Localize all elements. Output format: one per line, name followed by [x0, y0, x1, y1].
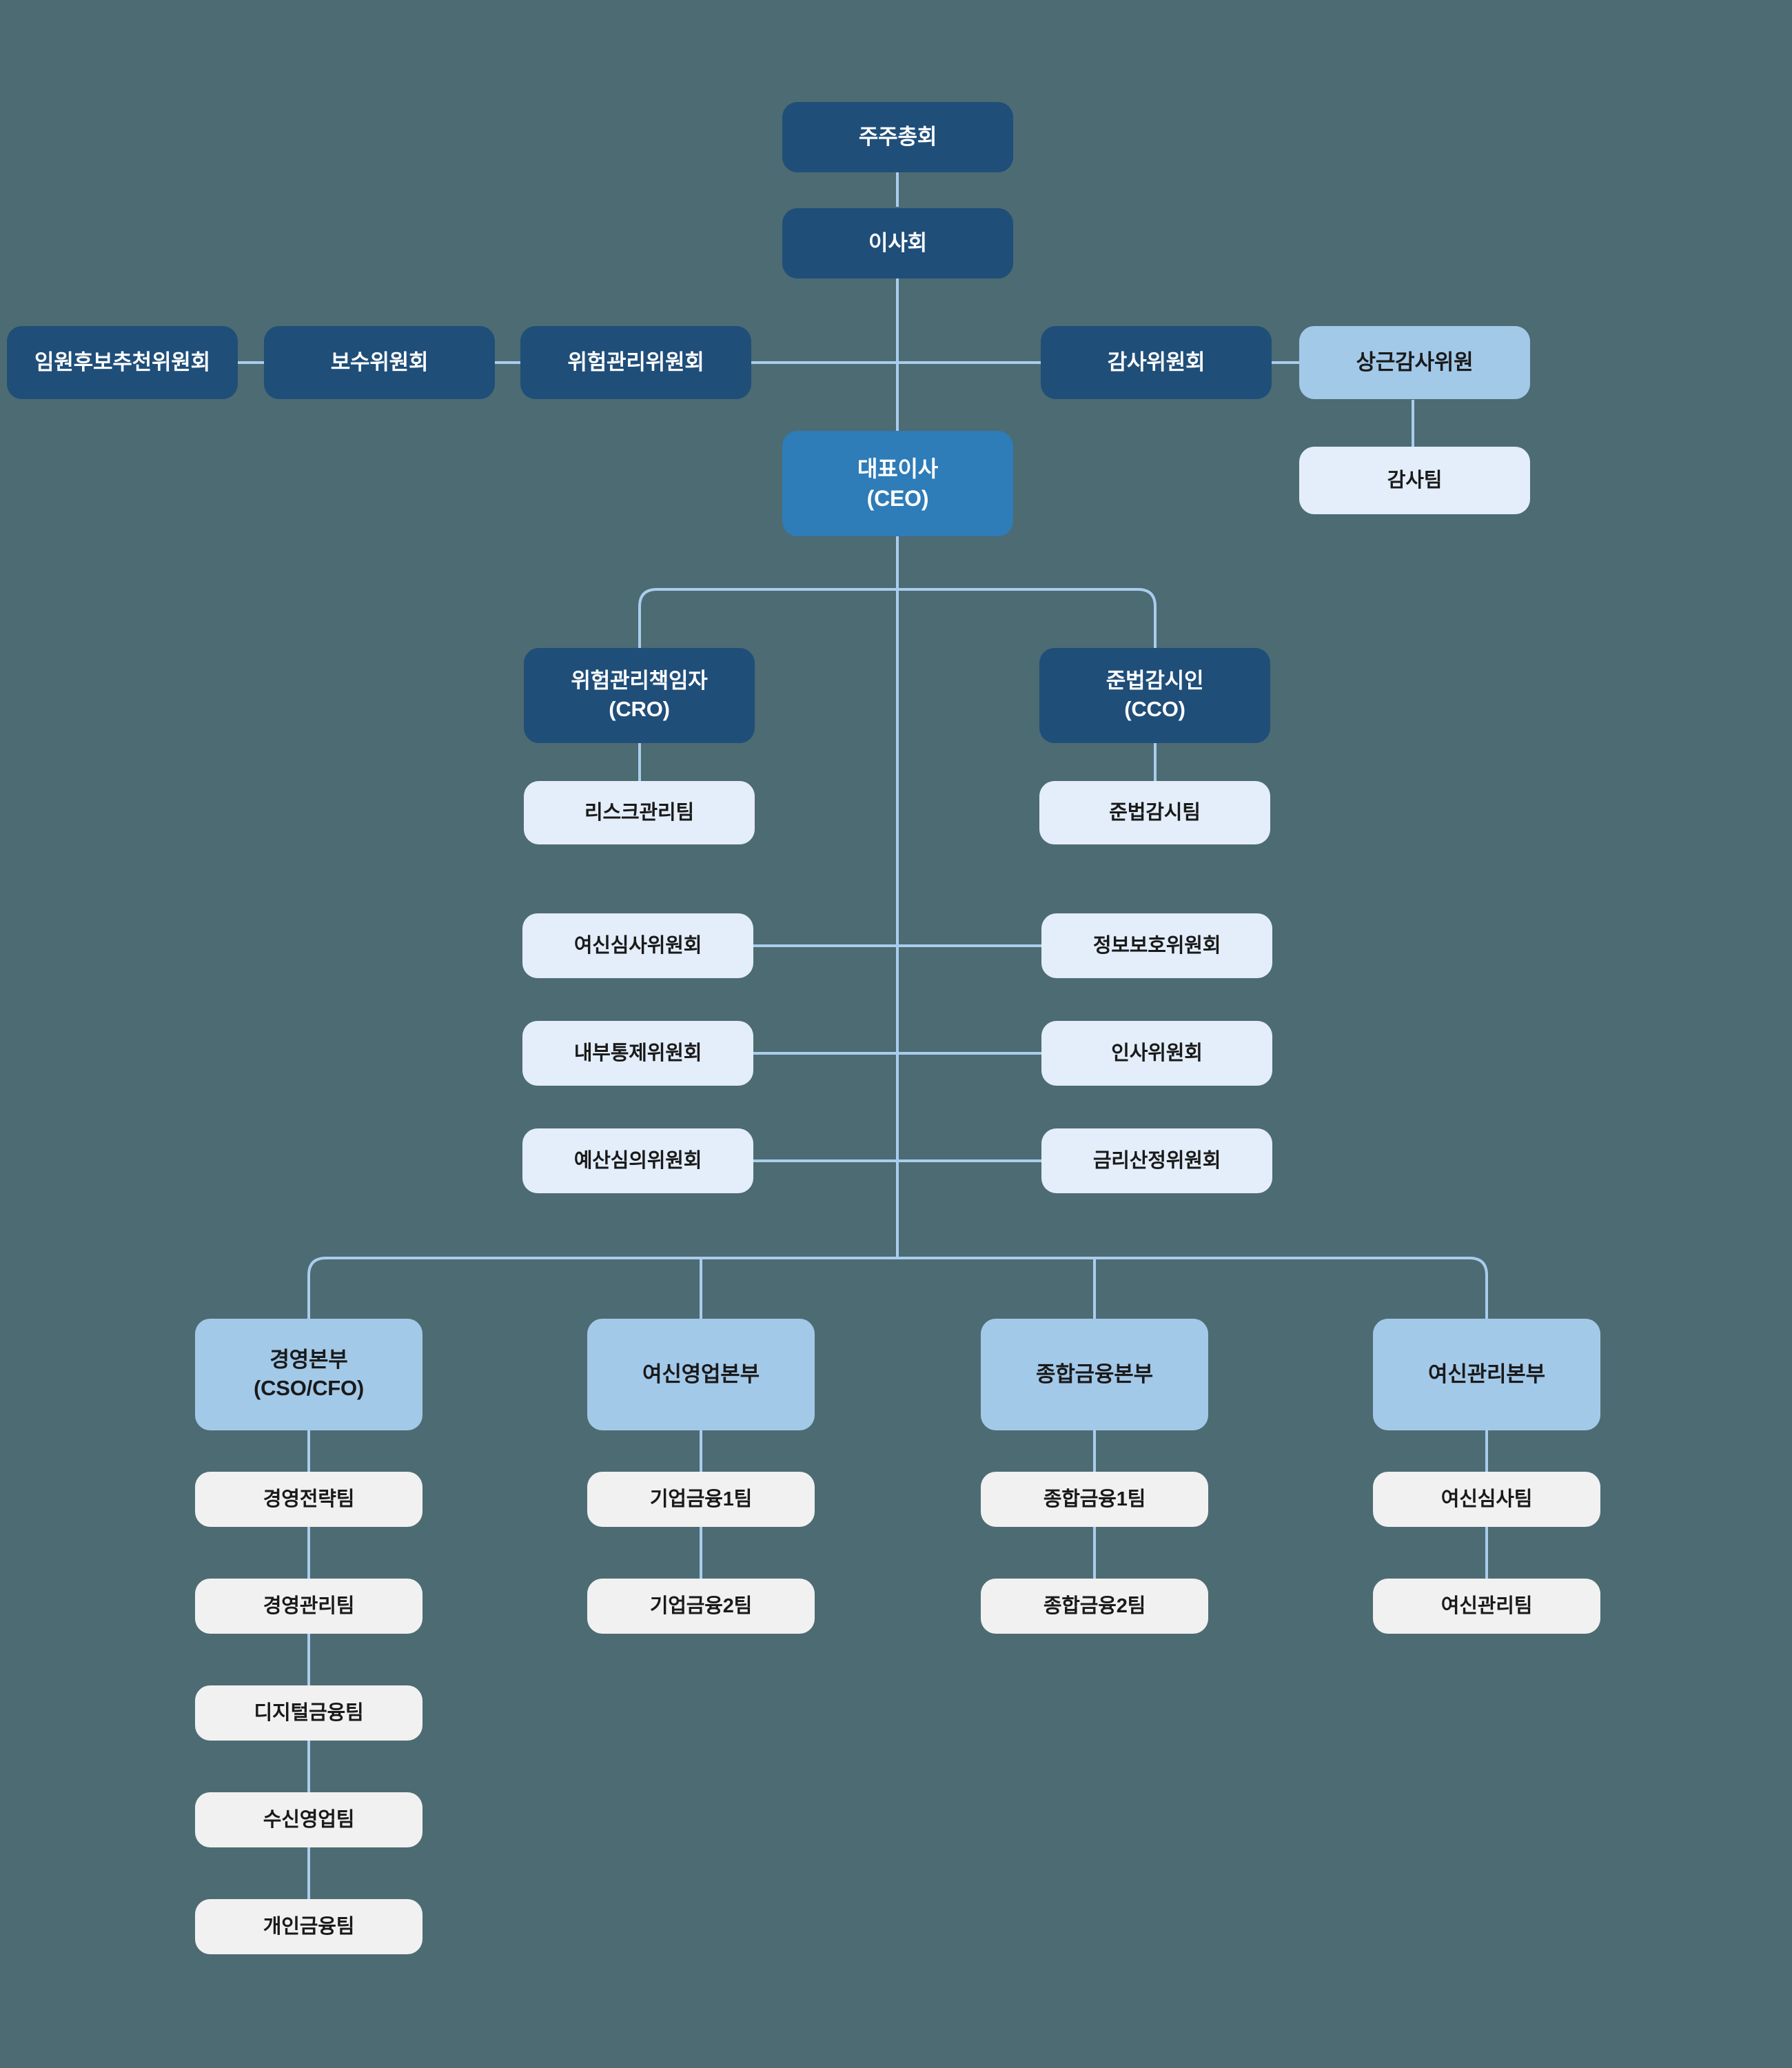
node-division-credit-management[interactable]: 여신관리본부 [1373, 1319, 1600, 1430]
node-committee-budget-review[interactable]: 예산심의위원회 [522, 1128, 753, 1193]
node-cco[interactable]: 준법감시인 (CCO) [1039, 648, 1270, 743]
node-team-corporate-finance-1[interactable]: 기업금융1팀 [587, 1472, 815, 1527]
node-compliance-team[interactable]: 준법감시팀 [1039, 781, 1270, 844]
node-ceo[interactable]: 대표이사 (CEO) [782, 431, 1013, 536]
wire-division-bus [307, 1257, 1488, 1372]
node-team-digital-finance[interactable]: 디지털금융팀 [195, 1685, 422, 1741]
node-team-management-admin[interactable]: 경영관리팀 [195, 1579, 422, 1634]
node-division-management[interactable]: 경영본부 (CSO/CFO) [195, 1319, 422, 1430]
node-team-comprehensive-finance-1[interactable]: 종합금융1팀 [981, 1472, 1208, 1527]
node-committee-compensation[interactable]: 보수위원회 [264, 326, 495, 399]
node-team-personal-finance[interactable]: 개인금융팀 [195, 1899, 422, 1954]
wire-ceo-branch-bus [638, 588, 1157, 648]
node-committee-interest-rate[interactable]: 금리산정위원회 [1041, 1128, 1272, 1193]
node-committee-internal-control[interactable]: 내부통제위원회 [522, 1021, 753, 1086]
node-committee-risk-management[interactable]: 위험관리위원회 [520, 326, 751, 399]
node-team-comprehensive-finance-2[interactable]: 종합금융2팀 [981, 1579, 1208, 1634]
node-board-of-directors[interactable]: 이사회 [782, 208, 1013, 278]
node-division-credit-sales[interactable]: 여신영업본부 [587, 1319, 815, 1430]
node-risk-management-team[interactable]: 리스크관리팀 [524, 781, 755, 844]
node-committee-audit[interactable]: 감사위원회 [1041, 326, 1272, 399]
node-cro[interactable]: 위험관리책임자 (CRO) [524, 648, 755, 743]
node-committee-nomination[interactable]: 임원후보추천위원회 [7, 326, 238, 399]
node-committee-credit-review[interactable]: 여신심사위원회 [522, 913, 753, 978]
node-shareholders-meeting[interactable]: 주주총회 [782, 102, 1013, 172]
node-division-comprehensive-finance[interactable]: 종합금융본부 [981, 1319, 1208, 1430]
node-team-deposit-sales[interactable]: 수신영업팀 [195, 1792, 422, 1847]
node-team-credit-review[interactable]: 여신심사팀 [1373, 1472, 1600, 1527]
node-team-credit-management[interactable]: 여신관리팀 [1373, 1579, 1600, 1634]
node-audit-team[interactable]: 감사팀 [1299, 447, 1530, 514]
node-standing-auditor[interactable]: 상근감사위원 [1299, 326, 1530, 399]
node-team-corporate-finance-2[interactable]: 기업금융2팀 [587, 1579, 815, 1634]
node-committee-personnel[interactable]: 인사위원회 [1041, 1021, 1272, 1086]
node-team-management-strategy[interactable]: 경영전략팀 [195, 1472, 422, 1527]
node-committee-information-security[interactable]: 정보보호위원회 [1041, 913, 1272, 978]
